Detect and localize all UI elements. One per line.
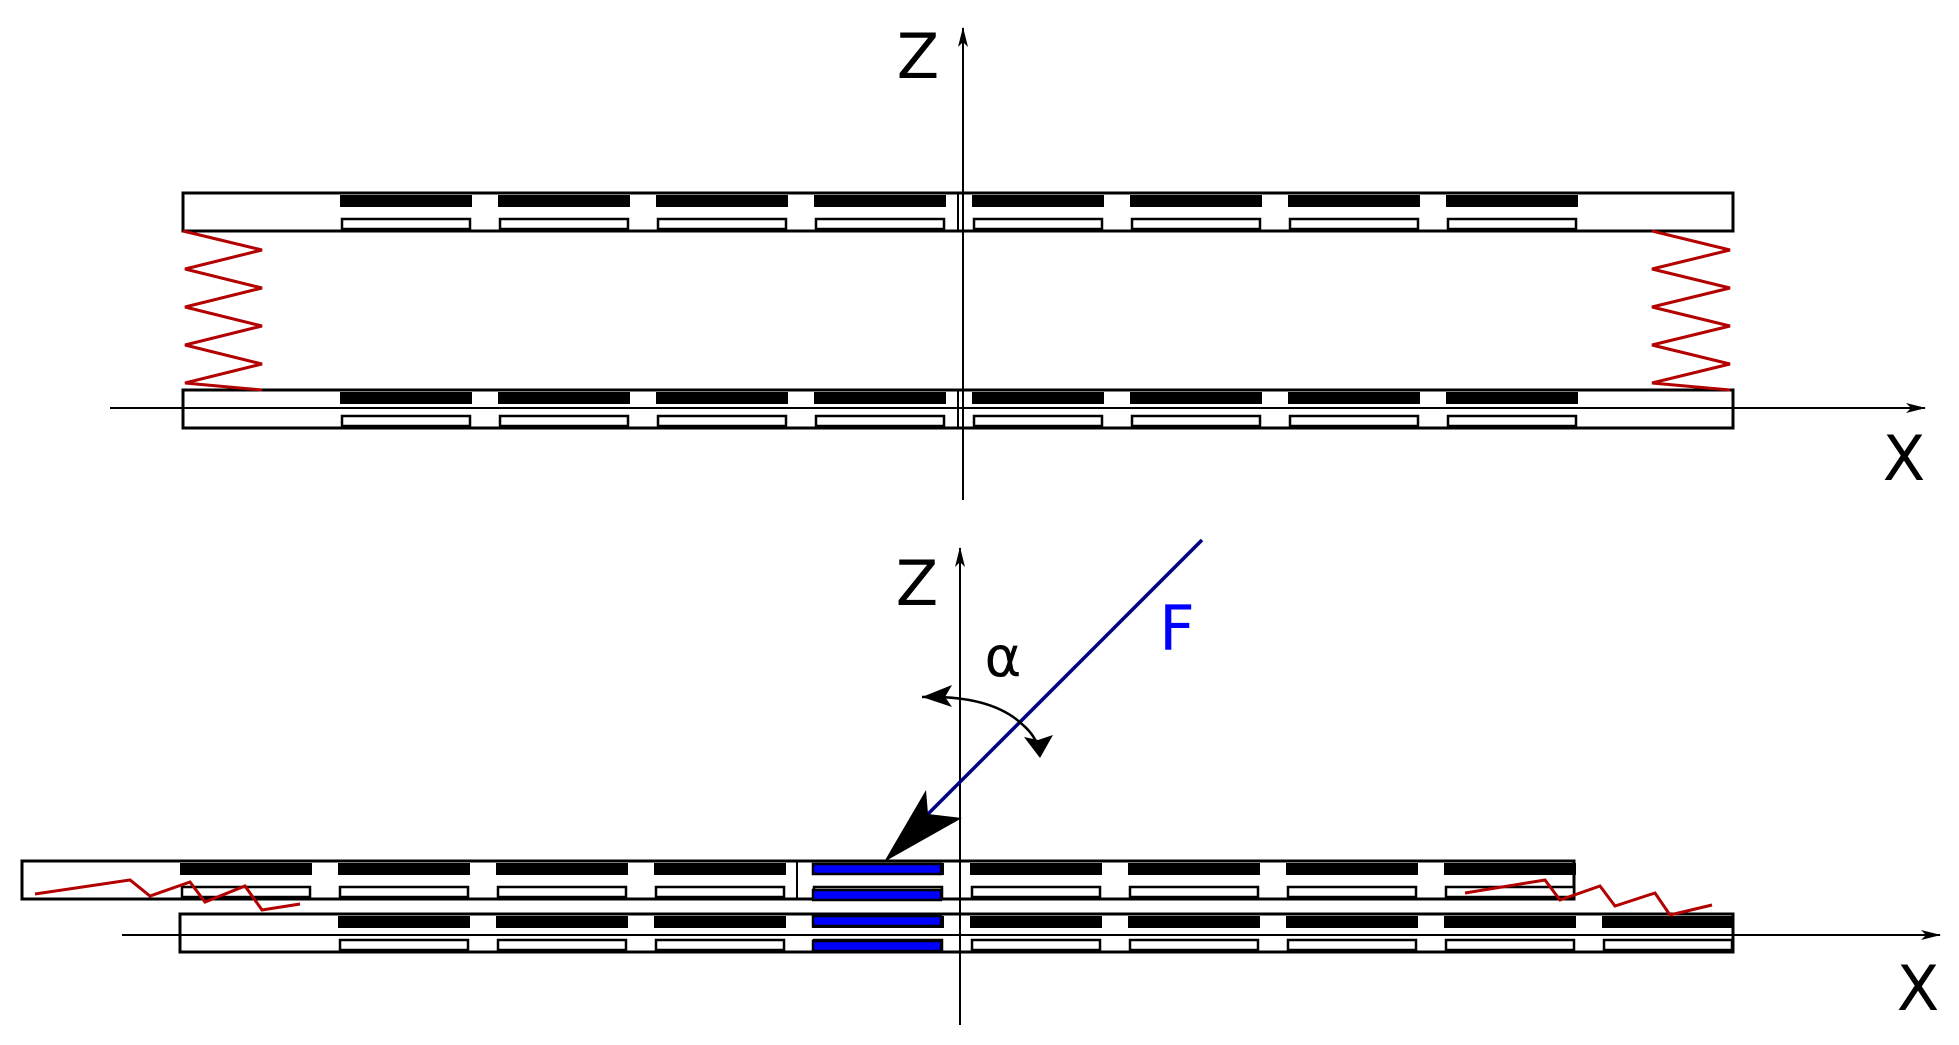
top-upper-plate-hollow-pad: [1130, 217, 1262, 231]
bottom-upper-plate-hollow-pad: [654, 885, 786, 899]
top-upper-plate-black-pad: [1130, 195, 1262, 207]
bottom-left-spring: [34, 878, 301, 912]
bottom-upper-plate-hollow-pad: [338, 885, 470, 899]
top-z-axis-label: Z: [897, 20, 939, 93]
top-upper-plate-hollow-pad: [498, 217, 630, 231]
bottom-upper-plate-black-pad: [1286, 863, 1418, 875]
angle-arc-arrow-left: [922, 685, 952, 707]
top-lower-plate-hollow-pad: [656, 414, 788, 428]
angle-arc: [921, 695, 1042, 756]
force-arrowhead: [884, 790, 962, 862]
bottom-upper-plate-black-pad: [970, 863, 1102, 875]
top-lower-plate-hollow-pad: [1130, 414, 1262, 428]
bottom-lower-plate-hollow-pad: [654, 938, 786, 952]
top-upper-plate-black-pad: [340, 195, 472, 207]
top-lower-plate-black-pad: [1446, 392, 1578, 404]
bottom-lower-plate-black-pad: [1128, 916, 1260, 928]
top-lower-plate-black-pad: [656, 392, 788, 404]
top-lower-plate-black-pad: [1130, 392, 1262, 404]
top-upper-plate-hollow-pad: [656, 217, 788, 231]
top-lower-plate-hollow-pad: [972, 414, 1104, 428]
top-left-spring: [182, 229, 263, 392]
bottom-upper-plate-black-pad: [1128, 863, 1260, 875]
bottom-lower-plate-hollow-pad: [338, 938, 470, 952]
top-upper-plate-black-pad: [498, 195, 630, 207]
bottom-figure: Z X α F: [20, 538, 1941, 1025]
top-lower-plate-black-pad: [498, 392, 630, 404]
bottom-upper-plate-hollow-pad: [1128, 885, 1260, 899]
bottom-upper-plate-hollow-pad: [496, 885, 628, 899]
top-lower-plate-black-pad: [1288, 392, 1420, 404]
bottom-lower-plate-black-pad: [338, 916, 470, 928]
bottom-x-axis-label: X: [1897, 952, 1939, 1025]
top-upper-plate-hollow-pad: [1288, 217, 1420, 231]
bottom-lower-plate-black-pad: [970, 916, 1102, 928]
bottom-lower-plate-hollow-pad: [1286, 938, 1418, 952]
top-upper-plate-black-pad: [814, 195, 946, 207]
bottom-lower-plate-hollow-pad: [496, 938, 628, 952]
top-upper-plate-hollow-pad: [972, 217, 1104, 231]
angle-label: α: [985, 625, 1022, 690]
top-upper-plate-black-pad: [972, 195, 1104, 207]
top-plates: [181, 191, 1735, 430]
top-lower-plate-black-pad: [972, 392, 1104, 404]
top-right-spring: [1651, 229, 1731, 392]
bottom-right-spring: [1464, 878, 1713, 917]
top-upper-plate-black-pad: [1446, 195, 1578, 207]
bottom-upper-plate-black-pad: [338, 863, 470, 875]
bottom-lower-plate-black-pad: [654, 916, 786, 928]
bottom-highlight-pad: [811, 862, 943, 876]
top-figure: Z X: [110, 20, 1926, 500]
top-lower-plate-hollow-pad: [498, 414, 630, 428]
top-upper-plate-hollow-pad: [1446, 217, 1578, 231]
top-lower-plate-black-pad: [340, 392, 472, 404]
top-lower-plate-hollow-pad: [1288, 414, 1420, 428]
angle-arc-arrow-right: [1024, 735, 1053, 758]
bottom-lower-plate-black-pad: [1286, 916, 1418, 928]
top-upper-plate-black-pad: [656, 195, 788, 207]
bottom-plates: [20, 859, 1735, 954]
bottom-upper-plate-black-pad: [496, 863, 628, 875]
force-line: [926, 538, 1204, 816]
bottom-upper-plate-hollow-pad: [970, 885, 1102, 899]
bottom-lower-plate-black-pad: [1602, 916, 1734, 928]
bottom-lower-plate-black-pad: [496, 916, 628, 928]
bottom-springs: [34, 878, 1713, 917]
bottom-upper-plate-hollow-pad: [1286, 885, 1418, 899]
top-upper-plate-black-pad: [1288, 195, 1420, 207]
top-x-axis-label: X: [1883, 422, 1925, 495]
bottom-highlight-pad: [811, 914, 943, 928]
top-upper-plate-hollow-pad: [814, 217, 946, 231]
bottom-lower-plate-hollow-pad: [1128, 938, 1260, 952]
top-lower-plate-hollow-pad: [814, 414, 946, 428]
bottom-lower-plate-hollow-pad: [970, 938, 1102, 952]
force-label: F: [1159, 592, 1195, 665]
top-lower-plate-hollow-pad: [1446, 414, 1578, 428]
top-springs: [182, 229, 1731, 392]
top-lower-plate-hollow-pad: [340, 414, 472, 428]
bottom-highlight-pad: [811, 939, 943, 953]
bottom-upper-plate-black-pad: [1444, 863, 1576, 875]
bottom-upper-plate-black-pad: [654, 863, 786, 875]
bottom-lower-plate-hollow-pad: [1602, 938, 1734, 952]
bottom-lower-plate-black-pad: [1444, 916, 1576, 928]
bottom-lower-plate-hollow-pad: [1444, 938, 1576, 952]
top-lower-plate-black-pad: [814, 392, 946, 404]
bottom-highlight-pad: [811, 888, 943, 902]
top-upper-plate-hollow-pad: [340, 217, 472, 231]
bottom-z-axis-label: Z: [896, 547, 938, 620]
bottom-upper-plate-black-pad: [180, 863, 312, 875]
